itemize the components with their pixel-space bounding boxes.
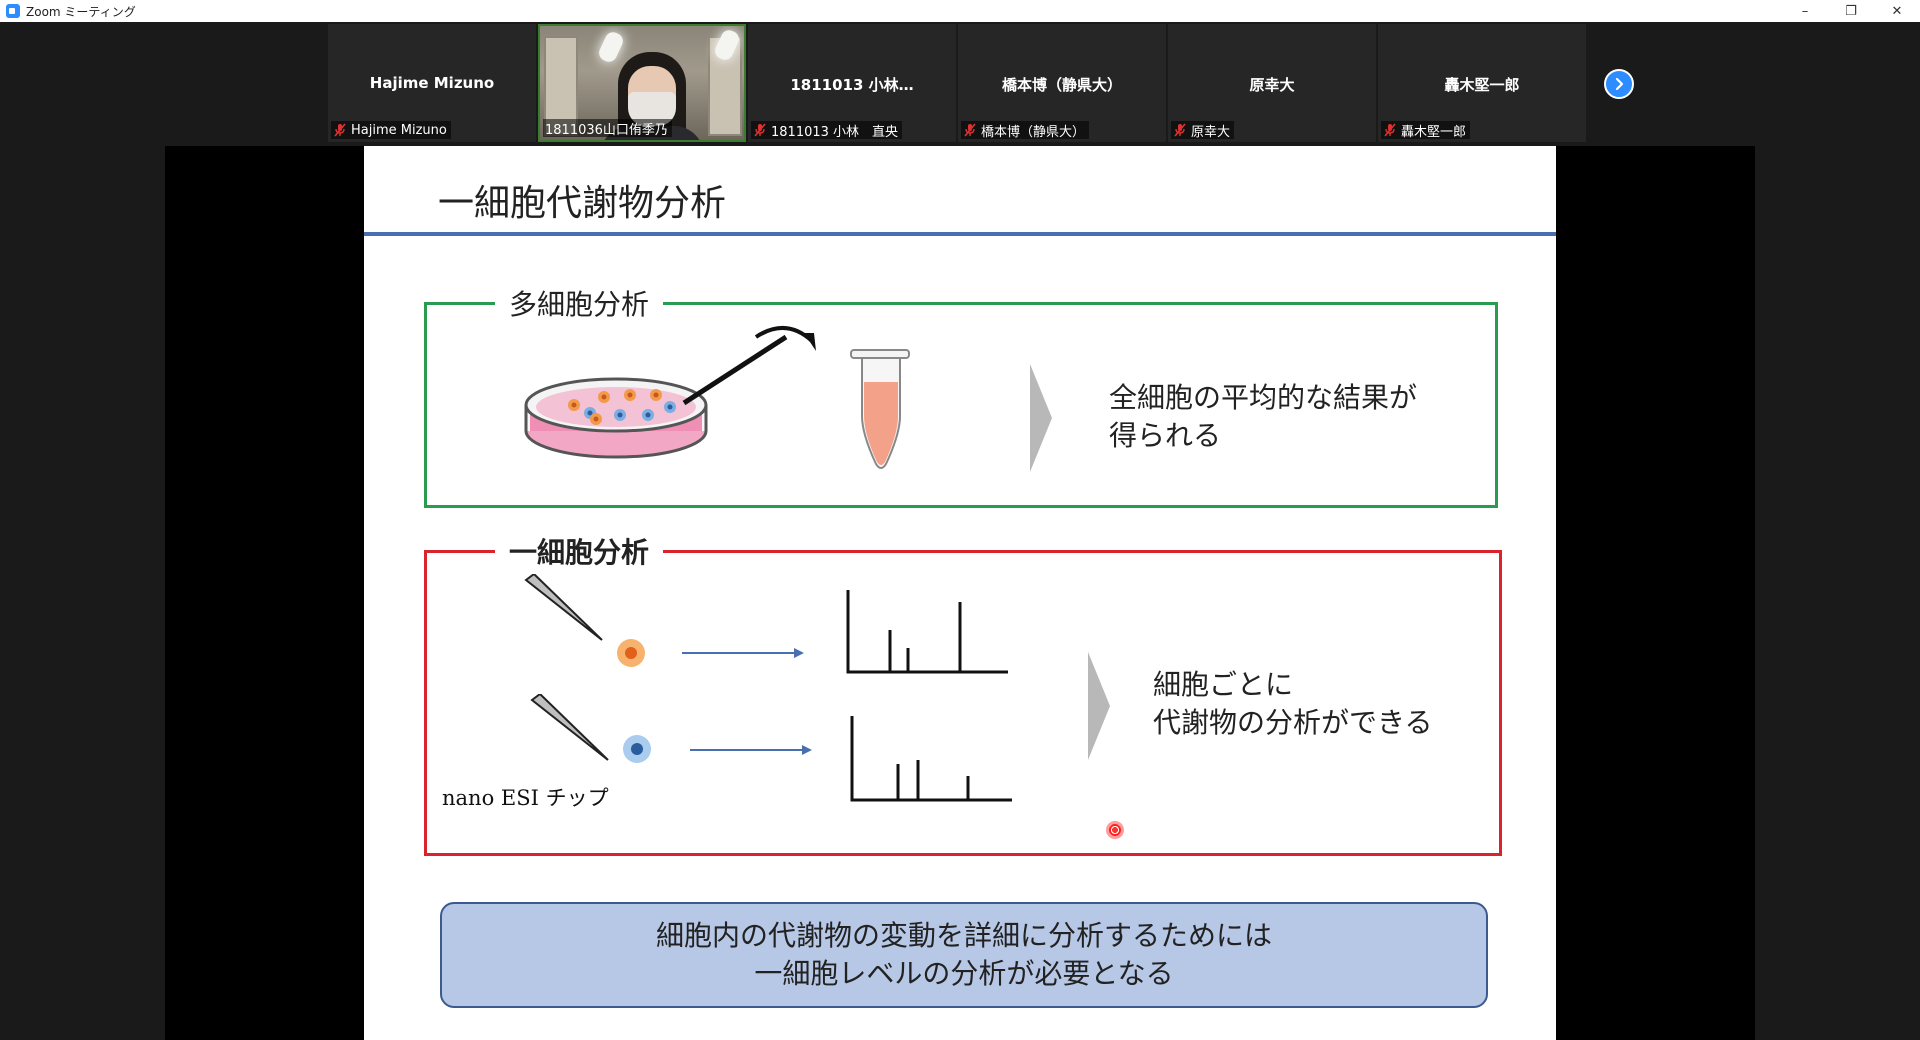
mass-spectrum-icon bbox=[850, 716, 1012, 802]
participant-tile[interactable]: 1811013 小林… 1811013 小林 直央 bbox=[748, 24, 956, 142]
zoom-app-icon bbox=[6, 4, 20, 18]
participant-label-text: 原幸大 bbox=[1191, 124, 1231, 140]
participant-label-text: 橋本博（静県大） bbox=[981, 124, 1086, 140]
participant-video-tile[interactable]: 1811036山口侑季乃 bbox=[538, 24, 746, 142]
mass-spectrum-icon bbox=[846, 590, 1008, 674]
participant-tile[interactable]: Hajime Mizuno Hajime Mizuno bbox=[328, 24, 536, 142]
participant-name-label: Hajime Mizuno bbox=[331, 121, 451, 139]
participant-label-text: 轟木堅一郎 bbox=[1401, 124, 1467, 140]
participant-label-text: 1811013 小林 直央 bbox=[771, 124, 899, 140]
restore-button[interactable]: ❐ bbox=[1845, 3, 1857, 19]
laser-pointer-icon bbox=[1106, 821, 1124, 839]
single-cell-result-text: 細胞ごとに 代謝物の分析ができる bbox=[1153, 666, 1432, 742]
nano-esi-tip-label: nano ESI チップ bbox=[442, 786, 609, 810]
mic-muted-icon bbox=[1174, 123, 1186, 137]
multi-cell-result-line: 全細胞の平均的な結果が bbox=[1109, 381, 1418, 414]
participant-name-label: 轟木堅一郎 bbox=[1381, 121, 1471, 140]
presentation-slide: 一細胞代謝物分析 多細胞分析 全細胞の平均的な結果が 得られる bbox=[364, 146, 1556, 1040]
cell-orange-icon bbox=[617, 639, 645, 667]
multi-cell-analysis-box: 多細胞分析 bbox=[424, 283, 1498, 508]
flow-arrow-icon bbox=[690, 745, 812, 755]
participant-display-name: 1811013 小林… bbox=[790, 76, 914, 94]
single-cell-analysis-box: 一細胞分析 bbox=[424, 531, 1502, 856]
participant-display-name: 原幸大 bbox=[1249, 76, 1295, 94]
sample-tube-icon bbox=[850, 349, 910, 469]
slide-title: 一細胞代謝物分析 bbox=[438, 183, 727, 224]
cell-blue-icon bbox=[623, 735, 651, 763]
multi-cell-result-text: 全細胞の平均的な結果が 得られる bbox=[1109, 379, 1417, 455]
window-title-bar: Zoom ミーティング – ❐ ✕ bbox=[0, 0, 1920, 22]
single-cell-analysis-label: 一細胞分析 bbox=[495, 531, 664, 571]
participant-name-label: 1811013 小林 直央 bbox=[751, 121, 903, 140]
participant-name-label: 原幸大 bbox=[1171, 121, 1235, 140]
mic-muted-icon bbox=[964, 123, 976, 137]
conclusion-box: 細胞内の代謝物の変動を詳細に分析するためには 一細胞レベルの分析が必要となる bbox=[440, 902, 1488, 1008]
minimize-button[interactable]: – bbox=[1801, 3, 1809, 19]
conclusion-line: 一細胞レベルの分析が必要となる bbox=[754, 957, 1174, 990]
petri-dish-illustration bbox=[524, 325, 816, 459]
participant-tile[interactable]: 橋本博（静県大） 橋本博（静県大） bbox=[958, 24, 1166, 142]
nano-esi-tip-icon bbox=[524, 574, 603, 641]
mic-muted-icon bbox=[334, 123, 346, 137]
multi-cell-result-line: 得られる bbox=[1109, 419, 1222, 452]
chevron-right-icon bbox=[1615, 77, 1624, 91]
flow-arrow-icon bbox=[682, 648, 804, 658]
single-cell-result-line: 代謝物の分析ができる bbox=[1153, 706, 1433, 739]
multi-cell-analysis-label: 多細胞分析 bbox=[495, 283, 664, 323]
participant-name-label: 1811036山口侑季乃 bbox=[543, 119, 672, 138]
single-cell-result-line: 細胞ごとに bbox=[1153, 668, 1294, 701]
title-underline bbox=[364, 232, 1556, 236]
participant-label-text: Hajime Mizuno bbox=[351, 122, 447, 138]
next-participants-button[interactable] bbox=[1604, 69, 1634, 99]
window-title: Zoom ミーティング bbox=[26, 4, 136, 19]
participant-display-name: 轟木堅一郎 bbox=[1444, 76, 1520, 94]
participant-tile[interactable]: 轟木堅一郎 轟木堅一郎 bbox=[1378, 24, 1586, 142]
participant-display-name: Hajime Mizuno bbox=[369, 74, 495, 92]
close-button[interactable]: ✕ bbox=[1891, 3, 1903, 19]
window-controls: – ❐ ✕ bbox=[1782, 0, 1920, 22]
participant-strip: Hajime Mizuno Hajime Mizuno 1811036山口侑季乃… bbox=[0, 22, 1920, 144]
nano-esi-tip-icon bbox=[530, 694, 609, 761]
result-arrow-icon bbox=[1030, 364, 1052, 472]
mic-muted-icon bbox=[1384, 123, 1396, 137]
participant-label-text: 1811036山口侑季乃 bbox=[545, 122, 668, 138]
participant-name-label: 橋本博（静県大） bbox=[961, 121, 1090, 140]
conclusion-line: 細胞内の代謝物の変動を詳細に分析するためには bbox=[655, 919, 1272, 952]
participant-tile[interactable]: 原幸大 原幸大 bbox=[1168, 24, 1376, 142]
result-arrow-icon bbox=[1088, 652, 1110, 760]
participant-display-name: 橋本博（静県大） bbox=[1001, 76, 1122, 94]
mic-muted-icon bbox=[754, 123, 766, 137]
